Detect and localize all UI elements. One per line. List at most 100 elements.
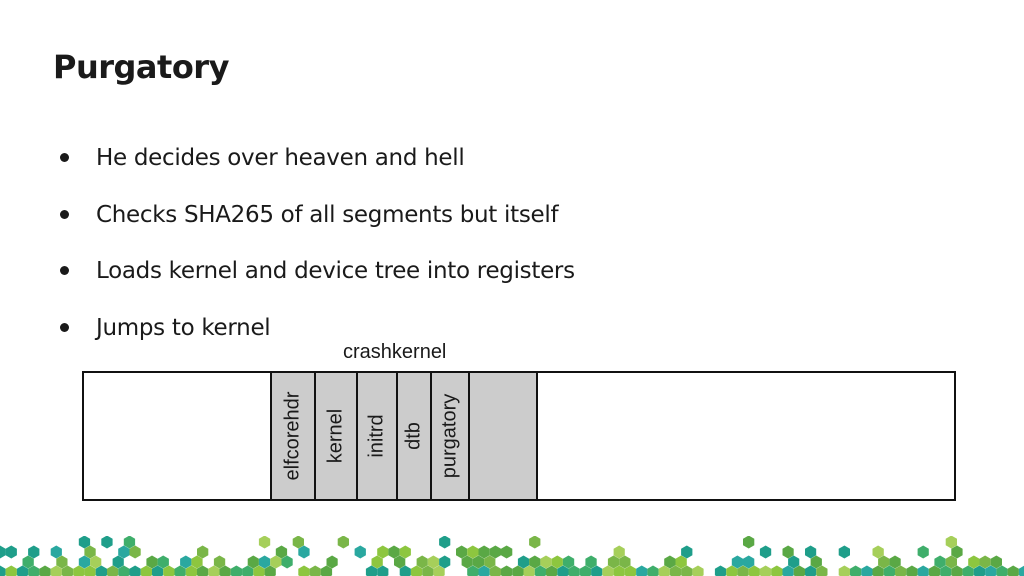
bullet-text: Jumps to kernel <box>96 315 271 342</box>
hexagon-shape <box>394 555 406 569</box>
hexagon-shape <box>191 555 203 569</box>
hexagon-shape <box>50 565 62 576</box>
hexagon-shape <box>185 565 197 576</box>
segment-initrd: initrd <box>356 373 396 499</box>
hexagon-shape <box>782 565 794 576</box>
hexagon-shape <box>107 565 119 576</box>
hexagon-shape <box>810 555 822 569</box>
hexagon-shape <box>180 555 192 569</box>
hexagon-shape <box>152 565 164 576</box>
hexagon-shape <box>512 565 524 576</box>
hexagon-shape <box>399 565 411 576</box>
hexagon-shape <box>388 545 400 559</box>
hexagon-shape <box>467 545 479 559</box>
hexagon-shape <box>658 565 670 576</box>
hexagon-shape <box>264 565 276 576</box>
hexagon-shape <box>129 565 141 576</box>
hexagon-shape <box>101 536 113 549</box>
hexagon-shape <box>737 565 749 576</box>
segment-elfcorehdr: elfcorehdr <box>270 373 314 499</box>
hexagon-shape <box>377 565 389 576</box>
hexagon-shape <box>726 565 738 576</box>
hexagon-shape <box>534 565 546 576</box>
hexagon-shape <box>84 565 96 576</box>
hexagon-shape <box>208 565 220 576</box>
hexagon-shape <box>928 565 941 576</box>
hexagon-shape <box>759 565 772 576</box>
hexagon-shape <box>805 565 817 576</box>
hexagon-shape <box>78 555 91 569</box>
hexagon-shape <box>850 565 862 576</box>
hexagon-shape <box>427 555 440 569</box>
hexagon-shape <box>478 565 490 576</box>
hexagon-shape <box>213 555 226 569</box>
hexagon-shape <box>174 565 186 576</box>
hexagon-shape <box>551 555 563 569</box>
hexagon-shape <box>669 565 682 576</box>
hexagon-shape <box>416 555 428 569</box>
bullet-text: Loads kernel and device tree into regist… <box>96 258 575 285</box>
hexagon-shape <box>607 555 620 569</box>
hexagon-shape <box>895 565 907 576</box>
hexagon-shape <box>692 565 704 576</box>
bullet-item: He decides over heaven and hell <box>60 138 575 195</box>
hexagon-shape <box>28 565 40 576</box>
hexagon-shape <box>129 545 141 559</box>
hexagon-shape <box>872 565 884 576</box>
hexagon-shape <box>197 565 209 576</box>
segment-dtb: dtb <box>396 373 430 499</box>
hexagon-shape <box>771 565 783 576</box>
hexagon-shape <box>529 555 541 569</box>
segment-label: purgatory <box>438 393 461 479</box>
segment-free <box>468 373 538 499</box>
hexagon-shape <box>467 565 479 576</box>
hexagon-shape <box>163 565 175 576</box>
hexagon-shape <box>613 545 625 559</box>
hexagon-shape <box>484 555 496 569</box>
hexagon-shape <box>281 555 293 569</box>
bullet-item: Checks SHA265 of all segments but itself <box>60 195 575 252</box>
segment-label: elfcorehdr <box>281 391 304 481</box>
hexagon-shape <box>56 555 68 569</box>
hexagon-shape <box>39 565 51 576</box>
bullet-dot-icon <box>60 266 69 276</box>
segment-label: dtb <box>402 422 425 450</box>
hexagon-shape <box>906 565 918 576</box>
hexagon-shape <box>399 545 411 559</box>
hexagon-shape <box>292 536 304 549</box>
hexagon-shape <box>247 555 259 569</box>
hexagon-shape <box>354 545 366 559</box>
hexagon-shape <box>805 545 817 559</box>
segment-label: kernel <box>324 408 347 464</box>
hexagon-shape <box>28 545 40 559</box>
hexagon-decoration-strip <box>0 536 1024 576</box>
hexagon-shape <box>838 565 850 576</box>
hexagon-shape <box>681 545 693 559</box>
hexagon-shape <box>0 545 6 559</box>
hexagon-shape <box>123 536 136 549</box>
hexagon-shape <box>788 555 800 569</box>
hexagon-shape <box>309 565 321 576</box>
hexagon-shape <box>242 565 254 576</box>
hexagon-shape <box>681 565 693 576</box>
hexagon-shape <box>197 545 209 559</box>
segment-label: initrd <box>365 414 388 458</box>
bullet-item: Jumps to kernel <box>60 308 575 365</box>
hexagon-shape <box>258 536 271 549</box>
hexagon-shape <box>602 565 614 576</box>
hexagon-shape <box>996 565 1008 576</box>
bullet-list: He decides over heaven and hell Checks S… <box>60 138 575 365</box>
hexagon-shape <box>337 536 349 549</box>
hexagon-shape <box>557 565 569 576</box>
hexagon-shape <box>579 565 592 576</box>
hexagon-shape <box>619 555 631 569</box>
hexagon-shape <box>219 565 231 576</box>
hexagon-shape <box>95 565 107 576</box>
hexagon-shape <box>529 536 541 549</box>
hexagon-shape <box>230 565 243 576</box>
hexagon-shape <box>878 555 890 569</box>
hexagon-shape <box>985 565 997 576</box>
hexagon-shape <box>5 545 17 559</box>
hexagon-shape <box>793 565 805 576</box>
hexagon-shape <box>439 555 451 569</box>
